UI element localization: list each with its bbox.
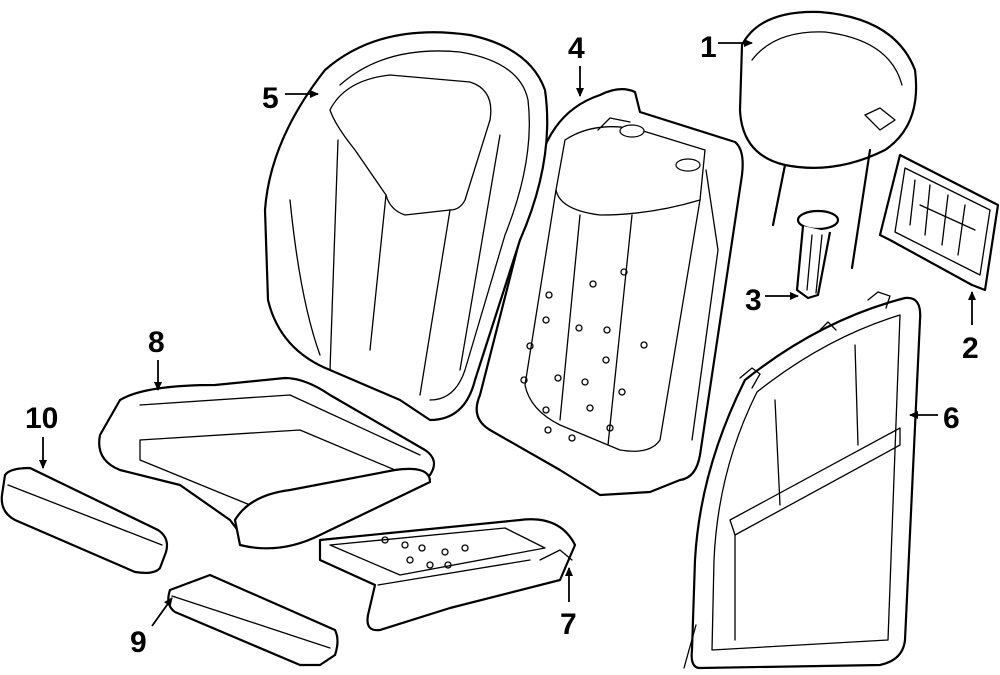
seat-back-cover-icon (263, 31, 549, 422)
svg-text:2: 2 (962, 332, 979, 365)
callout-3: 3 (745, 284, 799, 317)
callout-10: 10 (25, 402, 58, 469)
callout-1: 1 (700, 31, 753, 64)
headrest-guide-icon (795, 209, 840, 300)
svg-text:6: 6 (943, 402, 960, 435)
callout-4: 4 (568, 32, 585, 97)
callout-6: 6 (909, 402, 960, 435)
svg-text:5: 5 (262, 82, 279, 115)
headrest-icon (738, 10, 918, 270)
svg-text:7: 7 (560, 608, 577, 641)
rear-back-panel-icon (683, 291, 922, 670)
svg-text:1: 1 (700, 31, 717, 64)
callout-8: 8 (148, 326, 165, 391)
svg-text:8: 8 (148, 326, 165, 359)
thigh-extension-cover-icon (0, 466, 169, 574)
seat-back-pad-icon (475, 88, 744, 497)
callout-2: 2 (962, 291, 979, 365)
svg-text:4: 4 (568, 32, 585, 65)
thigh-extension-pad-icon (167, 573, 339, 667)
callout-5: 5 (262, 82, 319, 115)
callout-9: 9 (130, 597, 173, 659)
svg-text:10: 10 (25, 402, 58, 435)
headrest-guide-bracket-icon (878, 153, 1000, 292)
seat-cushion-cover-icon (98, 376, 436, 550)
svg-text:3: 3 (745, 284, 762, 317)
seat-cushion-pad-icon (318, 518, 577, 632)
callout-7: 7 (560, 567, 577, 641)
svg-text:9: 9 (130, 626, 147, 659)
